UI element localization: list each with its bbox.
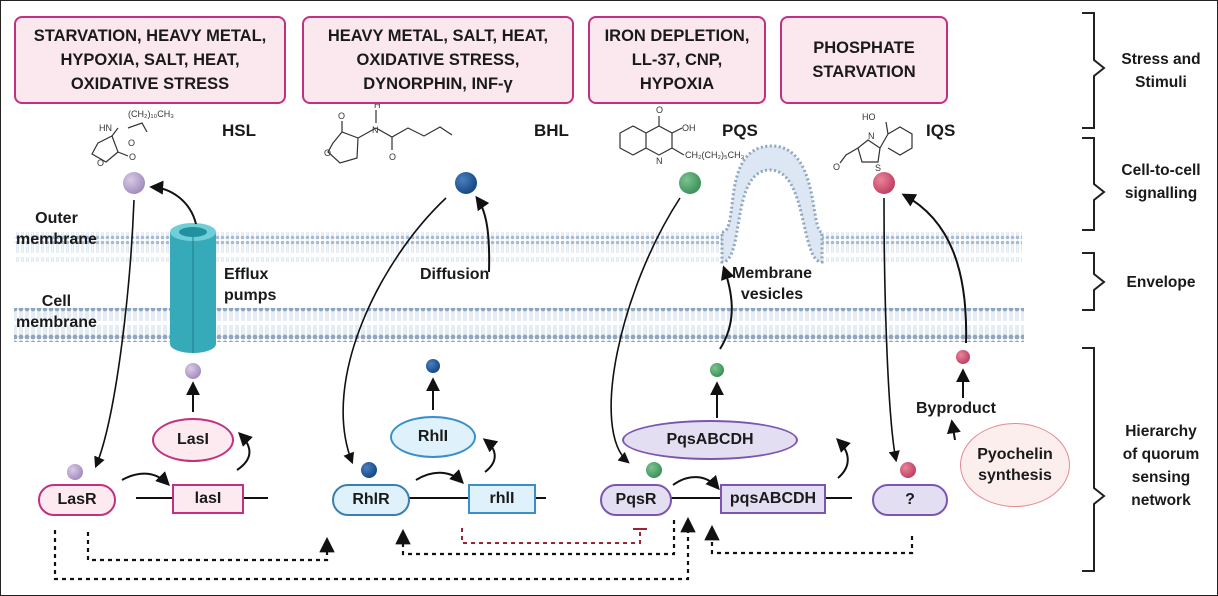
bhl-molecule-icon [455,172,477,194]
svg-text:O: O [338,111,345,121]
stimulus-box-iqs: PHOSPHATE STARVATION [780,16,948,104]
lasI-gene: lasI [172,484,244,514]
iqs-molecule-icon [873,172,895,194]
hsl-molecule-icon [123,172,145,194]
svg-text:HN: HN [99,123,112,133]
svg-text:N: N [656,156,663,166]
outer-membrane [14,144,1022,264]
pqs-molecule-icon [679,172,701,194]
svg-text:O: O [324,148,331,158]
bhl-structure-icon: O H N O O [324,100,453,164]
hsl-bound-icon [67,464,83,480]
rhlR-receptor: RhlR [332,484,410,516]
svg-text:O: O [389,152,396,162]
svg-text:N: N [868,131,875,141]
diffusion-label: Diffusion [420,266,490,283]
pqsABCDH-gene: pqsABCDH [720,484,826,514]
pqs-label: PQS [722,121,758,140]
pyochelin-synthesis: Pyochelin synthesis [960,423,1070,507]
hsl-structure-icon: HN O O O (CH₂)₁₀CH₃ [91,109,174,168]
outer-membrane-label: Outer membrane [16,210,97,248]
svg-text:N: N [372,125,379,135]
iqs-bound-icon [900,462,916,478]
side-label-stress: Stress and Stimuli [1121,51,1201,91]
hsl-label: HSL [222,121,256,140]
iqs-label: IQS [926,121,956,140]
efflux-pumps-label: Efflux pumps [224,266,277,304]
membrane-vesicle-bulge [720,144,824,264]
side-label-hierarchy: Hierarchy of quorum sensing network [1122,423,1200,509]
iqs-molecule-icon [956,350,970,364]
pqs-molecule-icon [710,363,724,377]
pqsR-receptor: PqsR [600,484,672,516]
bhl-bound-icon [361,462,377,478]
regulation-dotted-lines [53,516,914,581]
rhlI-protein: RhlI [390,416,476,458]
pqsABCDH-protein: PqsABCDH [622,420,798,460]
svg-text:O: O [128,138,135,148]
efflux-pump-icon [170,223,216,353]
stimulus-box-rhl: HEAVY METAL, SALT, HEAT, OXIDATIVE STRES… [302,16,574,104]
svg-text:O: O [833,162,840,172]
hsl-molecule-icon [185,363,201,379]
lasI-protein: LasI [152,418,234,462]
svg-text:HO: HO [862,112,876,122]
cell-membrane [14,308,1024,342]
svg-text:CH₂(CH₂)₅CH₃: CH₂(CH₂)₅CH₃ [685,150,745,160]
side-label-envelope: Envelope [1126,274,1196,291]
svg-text:OH: OH [682,123,696,133]
svg-text:(CH₂)₁₀CH₃: (CH₂)₁₀CH₃ [128,109,174,119]
unknown-receptor: ? [872,484,948,516]
side-label-signalling: Cell-to-cell signalling [1121,162,1201,202]
stimulus-box-las: STARVATION, HEAVY METAL, HYPOXIA, SALT, … [14,16,286,104]
rhlI-gene: rhlI [468,484,536,514]
inhibition-line [461,528,647,544]
bhl-label: BHL [534,121,569,140]
bhl-molecule-icon [426,359,440,373]
lasR-receptor: LasR [38,484,116,516]
iqs-structure-icon: HO N S O [833,112,913,173]
membrane-vesicles-label: Membrane vesicles [732,265,813,303]
svg-text:O: O [97,158,104,168]
svg-text:S: S [875,163,881,173]
pathway-arrows [94,180,970,491]
svg-text:O: O [656,105,663,115]
side-braces [1082,12,1106,572]
pqs-structure-icon: O OH N CH₂(CH₂)₅CH₃ [619,105,745,166]
byproduct-label: Byproduct [916,400,996,417]
cell-membrane-label: Cell membrane [16,293,97,331]
stimulus-box-pqs: IRON DEPLETION, LL-37, CNP, HYPOXIA [588,16,766,104]
pqs-bound-icon [646,462,662,478]
svg-text:O: O [129,152,136,162]
svg-text:H: H [374,100,381,110]
